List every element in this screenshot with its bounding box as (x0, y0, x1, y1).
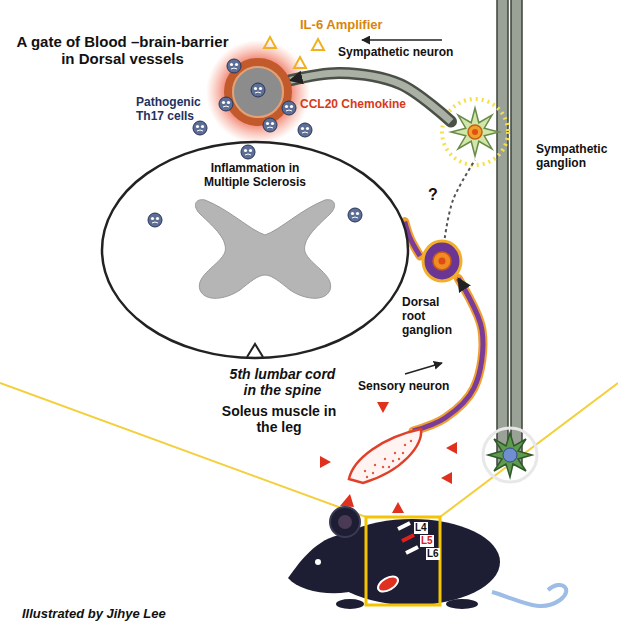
nucleus (468, 125, 482, 139)
muscle-fibre (374, 464, 376, 466)
muscle-fibre (382, 466, 384, 468)
edge-label: Sensory neuron (358, 380, 449, 394)
muscle-fibre (364, 470, 366, 472)
text-slot: IL-6 Amplifier (300, 18, 383, 33)
node-label: Inflammation in Multiple Sclerosis (195, 162, 315, 190)
nucleolus (439, 258, 446, 265)
text-slot: Inflammation in Multiple Sclerosis (195, 162, 315, 190)
text-slot: L4 (414, 522, 428, 534)
text-slot: A gate of Blood –brain-barrier in Dorsal… (10, 33, 235, 68)
mouse (288, 507, 566, 609)
text-slot: CCL20 Chemokine (300, 98, 406, 112)
annotation-label: Pathogenic Th17 cells (136, 96, 210, 124)
muscle-shape (345, 425, 425, 485)
ventral-fissure (247, 344, 263, 357)
text-slot: Soleus muscle in the leg (218, 403, 340, 435)
muscle-outline (349, 429, 421, 483)
sympathetic-chain (497, 0, 522, 465)
th17-cell (263, 118, 277, 132)
th17-cell (241, 145, 255, 159)
text-slot: L6 (426, 548, 440, 560)
th17-cell (193, 121, 207, 135)
text-slot: Sensory neuron (358, 380, 449, 394)
th17-cell (219, 97, 233, 111)
muscle-fibre (384, 458, 386, 460)
th17-cell (298, 123, 312, 137)
muscle-fibre (366, 476, 368, 478)
muscle-fibre (392, 460, 394, 462)
muscle-fibre (398, 458, 400, 460)
dotted-link (445, 160, 475, 238)
muscle-node: Soleus muscle in the leg (345, 425, 425, 485)
lower-ganglion (483, 428, 537, 482)
muscle-fibre (394, 452, 396, 454)
zoom-box (366, 517, 440, 605)
direction-arrow (362, 39, 442, 41)
vessel-lining (233, 67, 283, 117)
annotation-label: CCL20 Chemokine (300, 98, 406, 112)
edge-label: ? (428, 186, 438, 204)
text-slot: L5 (420, 535, 434, 547)
node-label: Dorsal root ganglion (402, 296, 458, 337)
nerve-fiber (290, 73, 451, 122)
drg-shape (420, 238, 465, 283)
th17-cell (282, 101, 296, 115)
ganglion-shape (445, 105, 505, 160)
th17-cell (227, 59, 241, 73)
ganglion-glow (442, 99, 508, 165)
annotation-label: L6 (426, 548, 440, 560)
zoom-line (0, 383, 366, 517)
vessel-glow (206, 40, 310, 144)
th17-cell (348, 208, 362, 222)
text-slot: Sympathetic ganglion (536, 143, 616, 171)
th17-cell (251, 83, 265, 97)
node-caption: 5th lumbar cord in the spine (225, 366, 340, 398)
direction-arrow (405, 363, 442, 374)
node-label: Soleus muscle in the leg (218, 403, 340, 435)
muscle-fibre (388, 466, 390, 468)
connector-group (445, 160, 475, 238)
muscle-fibre (372, 472, 374, 474)
grey-matter (195, 200, 334, 299)
text-slot: Sympathetic neuron (338, 46, 453, 60)
muscle-fibre (404, 444, 406, 446)
annotation-label: IL-6 Amplifier (300, 18, 383, 33)
nerve-sheath (290, 73, 451, 122)
text-slot: ? (428, 186, 438, 204)
ganglion-cell (423, 241, 461, 281)
node-label: A gate of Blood –brain-barrier in Dorsal… (10, 33, 235, 68)
ganglion-node: Sympathetic ganglion (445, 105, 505, 160)
annotation-label: L5 (420, 535, 434, 547)
text-slot: Illustrated by Jihye Lee (22, 607, 166, 622)
muscle-fibre (402, 452, 404, 454)
nucleolus (472, 129, 478, 135)
ganglion-cell (451, 108, 499, 156)
node-label: Sympathetic ganglion (536, 143, 616, 171)
annotation-label: Illustrated by Jihye Lee (22, 607, 166, 622)
vessel-node: A gate of Blood –brain-barrier in Dorsal… (224, 58, 292, 126)
th17-cell (148, 213, 162, 227)
annotation-label: L4 (414, 522, 428, 534)
vessel-shape (224, 58, 292, 126)
text-slot: Dorsal root ganglion (402, 296, 458, 337)
cord-node: Inflammation in Multiple Sclerosis5th lu… (100, 140, 410, 360)
text-slot: Pathogenic Th17 cells (136, 96, 210, 124)
muscle-fibre (410, 440, 412, 442)
text-slot: 5th lumbar cord in the spine (225, 366, 340, 398)
edge-label: Sympathetic neuron (338, 46, 453, 60)
nucleus (433, 252, 451, 270)
connector-group (290, 73, 451, 122)
drg-node: Dorsal root ganglion (420, 238, 465, 283)
spinal-cord-outline (102, 142, 408, 358)
